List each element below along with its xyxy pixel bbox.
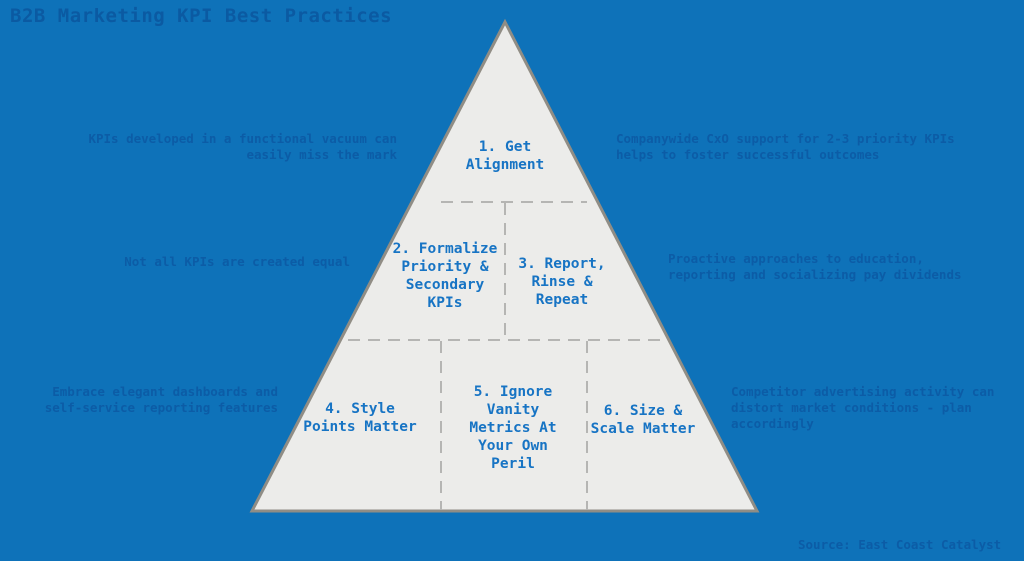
- pyramid-section-4-label: 4. Style Points Matter: [303, 401, 417, 435]
- pyramid-section-2-label: 2. Formalize Priority & Secondary KPIs: [392, 241, 498, 311]
- pyramid-section-5-label: 5. Ignore Vanity Metrics At Your Own Per…: [469, 384, 557, 472]
- source-attribution: Source: East Coast Catalyst: [798, 537, 1002, 552]
- pyramid-section-3-label: 3. Report, Rinse & Repeat: [518, 256, 606, 308]
- page-title: B2B Marketing KPI Best Practices: [10, 5, 393, 27]
- annotation-left-2: Not all KPIs are created equal: [124, 254, 350, 269]
- annotation-right-3: Competitor advertising activity can dist…: [731, 384, 995, 431]
- annotation-left-1: KPIs developed in a functional vacuum ca…: [88, 131, 397, 162]
- annotation-left-3: Embrace elegant dashboards and self-serv…: [44, 384, 278, 415]
- pyramid-section-1-label: 1. Get Alignment: [465, 139, 545, 173]
- annotation-right-1: Companywide CxO support for 2-3 priority…: [616, 131, 955, 162]
- pyramid-section-6-label: 6. Size & Scale Matter: [590, 403, 696, 437]
- annotation-right-2: Proactive approaches to education, repor…: [668, 251, 962, 282]
